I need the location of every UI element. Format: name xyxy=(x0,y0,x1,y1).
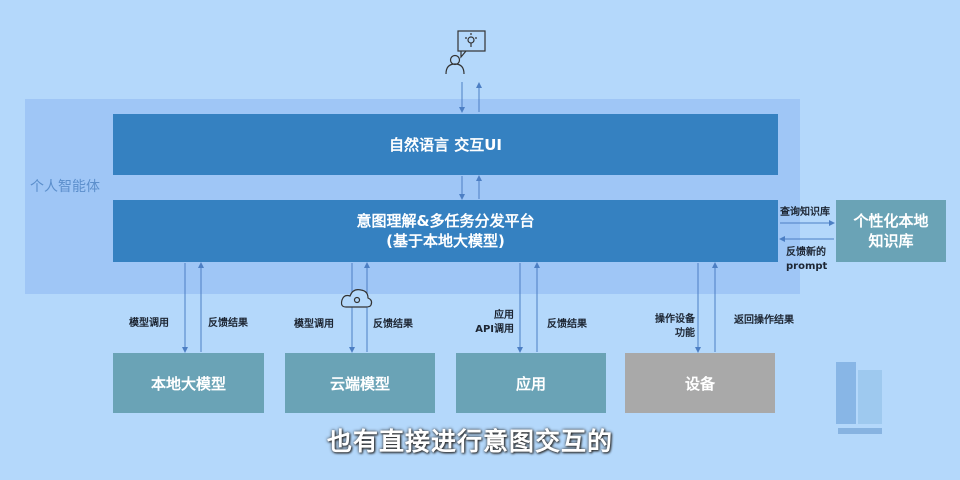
device-box: 设备 xyxy=(625,353,775,413)
natural-language-ui-bar: 自然语言 交互UI xyxy=(113,114,778,175)
video-subtitle: 也有直接进行意图交互的 xyxy=(326,427,613,456)
application-label: 应用 xyxy=(515,374,546,393)
call-label-device-line2: 功能 xyxy=(675,328,695,339)
platform-subtitle: (基于本地大模型) xyxy=(386,232,505,250)
device-label: 设备 xyxy=(684,374,715,393)
knowledge-base-line2: 知识库 xyxy=(868,232,914,250)
result-label-app: 反馈结果 xyxy=(547,319,587,330)
feedback-line1: 反馈新的 xyxy=(786,247,826,258)
result-label-cloud: 反馈结果 xyxy=(373,319,413,330)
feedback-prompt-label: 反馈新的 prompt xyxy=(786,246,828,274)
query-kb-label: 查询知识库 xyxy=(780,207,830,218)
knowledge-base-line1: 个性化本地 xyxy=(853,212,929,230)
call-label-app-line2: API调用 xyxy=(475,324,514,335)
call-label-device: 操作设备 功能 xyxy=(645,313,695,341)
platform-title: 意图理解&多任务分发平台 xyxy=(356,212,535,230)
cloud-icon xyxy=(340,289,373,308)
cloud-model-label: 云端模型 xyxy=(329,374,390,393)
local-llm-box: 本地大模型 xyxy=(113,353,264,413)
knowledge-base-box: 个性化本地 知识库 xyxy=(836,200,946,262)
feedback-line2: prompt xyxy=(786,261,828,272)
application-box: 应用 xyxy=(456,353,606,413)
result-label-device: 返回操作结果 xyxy=(734,315,794,326)
personal-agent-label: 个人智能体 xyxy=(30,179,100,195)
result-label-local: 反馈结果 xyxy=(208,318,248,329)
cloud-model-box: 云端模型 xyxy=(285,353,435,413)
watermark-logo-icon xyxy=(836,362,882,434)
watermark-logo xyxy=(830,350,890,440)
user-idea-icon xyxy=(445,30,486,75)
call-label-cloud: 模型调用 xyxy=(294,319,334,330)
call-label-device-line1: 操作设备 xyxy=(655,314,695,325)
call-label-local: 模型调用 xyxy=(129,318,169,329)
local-llm-label: 本地大模型 xyxy=(150,374,226,393)
intent-platform-bar: 意图理解&多任务分发平台 (基于本地大模型) xyxy=(113,200,778,262)
call-label-app: 应用 API调用 xyxy=(470,309,514,337)
call-label-app-line1: 应用 xyxy=(494,310,514,321)
natural-language-ui-label: 自然语言 交互UI xyxy=(389,135,502,154)
